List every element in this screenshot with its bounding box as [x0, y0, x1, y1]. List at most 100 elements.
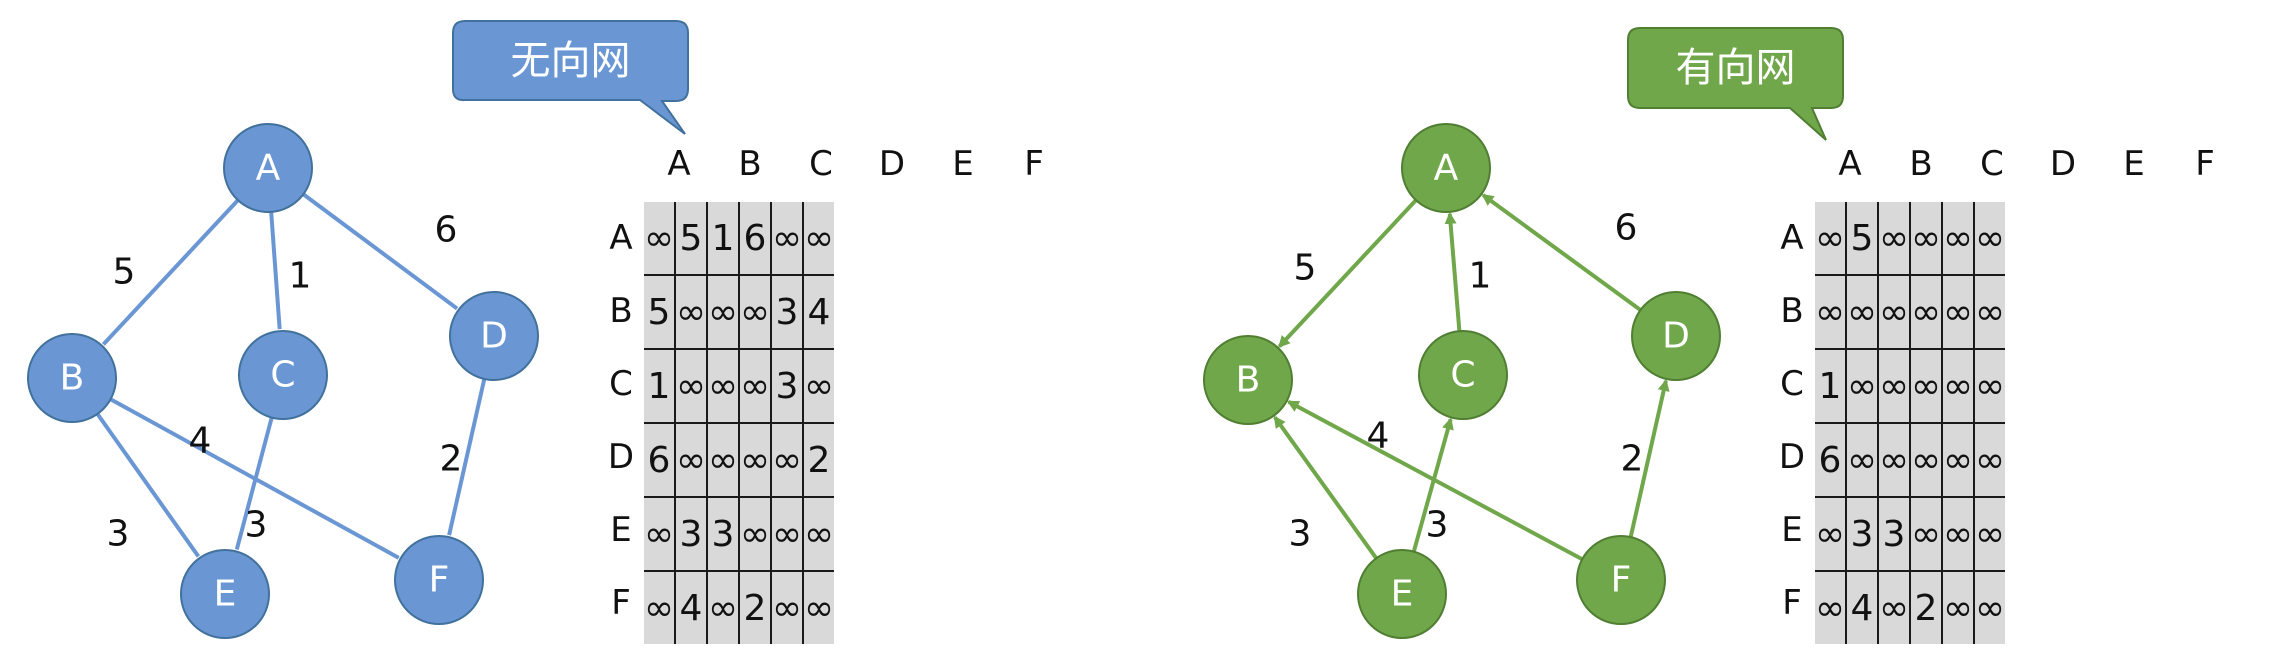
undirected-node-label-B: B	[60, 358, 85, 399]
undirected-row-header-E: E	[610, 510, 632, 550]
undirected-col-header-A: A	[667, 144, 691, 184]
directed-edge-E-C	[1411, 417, 1454, 553]
undirected-node-E	[180, 549, 270, 639]
undirected-cell-B-C: ∞	[706, 274, 739, 349]
directed-cell-A-E: ∞	[1941, 202, 1974, 275]
table-row: 1∞∞∞∞∞	[1815, 348, 2005, 423]
undirected-edge-A-D	[302, 192, 459, 311]
undirected-cell-E-E: ∞	[770, 496, 803, 571]
undirected-cell-F-E: ∞	[770, 570, 803, 644]
table-row: ∞∞∞∞∞∞	[1815, 274, 2005, 349]
directed-cell-A-D: ∞	[1909, 202, 1942, 275]
undirected-edge-weight-A-C: 1	[289, 256, 312, 297]
undirected-cell-F-C: ∞	[706, 570, 739, 644]
directed-cell-C-B: ∞	[1845, 348, 1878, 423]
undirected-cell-F-D: 2	[738, 570, 771, 644]
undirected-edge-A-C	[269, 211, 282, 330]
directed-row-header-C: C	[1780, 364, 1804, 404]
undirected-cell-A-A: ∞	[644, 217, 674, 259]
undirected-cell-C-B: ∞	[674, 348, 707, 423]
directed-cell-D-F: ∞	[1973, 422, 2005, 497]
directed-row-header-D: D	[1778, 437, 1806, 477]
undirected-edge-weight-B-E: 3	[107, 514, 130, 555]
directed-node-C	[1418, 330, 1508, 420]
undirected-cell-D-C: ∞	[706, 422, 739, 497]
undirected-cell-B-B: ∞	[674, 274, 707, 349]
directed-edge-weight-F-B: 4	[1367, 416, 1390, 457]
directed-cell-A-B: 5	[1845, 202, 1878, 275]
undirected-cell-E-A: ∞	[644, 496, 675, 571]
undirected-row-header-C: C	[609, 364, 633, 404]
directed-cell-F-F: ∞	[1973, 570, 2005, 644]
directed-row-header-A: A	[1780, 218, 1804, 258]
undirected-cell-B-A: 5	[644, 274, 675, 349]
undirected-cell-C-A: 1	[644, 348, 675, 423]
directed-cell-B-A: ∞	[1815, 274, 1846, 349]
directed-cell-C-C: ∞	[1877, 348, 1910, 423]
directed-col-header-D: D	[2049, 144, 2077, 184]
directed-node-A	[1401, 123, 1491, 213]
table-row: ∞4∞2∞∞	[1815, 570, 2005, 644]
undirected-cell-D-E: ∞	[770, 422, 803, 497]
directed-node-D	[1631, 291, 1721, 381]
undirected-node-label-A: A	[256, 148, 281, 189]
table-row: 1∞∞∞3∞	[644, 348, 834, 423]
directed-col-header-A: A	[1838, 144, 1862, 184]
directed-edge-E-B	[1273, 415, 1378, 560]
directed-node-F	[1576, 535, 1666, 625]
directed-cell-E-D: ∞	[1909, 496, 1942, 571]
directed-cell-B-D: ∞	[1909, 274, 1942, 349]
undirected-node-label-D: D	[480, 316, 508, 357]
directed-col-header-C: C	[1980, 144, 2004, 184]
directed-cell-F-A: ∞	[1815, 570, 1846, 644]
directed-callout	[1627, 27, 1844, 141]
undirected-cell-D-F: 2	[802, 422, 834, 497]
undirected-edge-A-B	[101, 198, 240, 346]
directed-cell-D-C: ∞	[1877, 422, 1910, 497]
directed-cell-C-E: ∞	[1941, 348, 1974, 423]
directed-cell-E-E: ∞	[1941, 496, 1974, 571]
undirected-cell-E-C: 3	[706, 496, 739, 571]
undirected-cell-C-C: ∞	[706, 348, 739, 423]
directed-edge-weight-F-D: 2	[1621, 439, 1644, 480]
undirected-edge-D-F	[447, 378, 487, 536]
directed-cell-D-D: ∞	[1909, 422, 1942, 497]
directed-cell-F-D: 2	[1909, 570, 1942, 644]
directed-edge-weight-D-A: 6	[1615, 208, 1638, 249]
directed-node-label-E: E	[1391, 574, 1414, 615]
undirected-cell-B-E: 3	[770, 274, 803, 349]
directed-cell-E-A: ∞	[1815, 496, 1846, 571]
undirected-node-label-C: C	[270, 355, 295, 396]
undirected-node-F	[394, 535, 484, 625]
undirected-row-header-B: B	[609, 291, 633, 331]
undirected-edge-B-E	[95, 412, 201, 558]
directed-edge-weight-E-C: 3	[1426, 505, 1449, 546]
undirected-cell-D-D: ∞	[738, 422, 771, 497]
undirected-node-B	[27, 333, 117, 423]
undirected-cell-A-E: ∞	[770, 202, 803, 275]
directed-col-header-E: E	[2123, 144, 2145, 184]
undirected-cell-F-F: ∞	[802, 570, 834, 644]
directed-node-B	[1203, 335, 1293, 425]
directed-cell-C-F: ∞	[1973, 348, 2005, 423]
directed-cell-C-D: ∞	[1909, 348, 1942, 423]
undirected-cell-B-F: 4	[802, 274, 834, 349]
directed-cell-B-F: ∞	[1973, 274, 2005, 349]
directed-cell-C-A: 1	[1815, 348, 1846, 423]
undirected-col-header-E: E	[952, 144, 974, 184]
undirected-col-header-B: B	[738, 144, 762, 184]
undirected-col-header-F: F	[1024, 144, 1044, 184]
directed-cell-A-C: ∞	[1877, 202, 1910, 275]
undirected-cell-F-B: 4	[674, 570, 707, 644]
undirected-row-header-D: D	[607, 437, 635, 477]
undirected-col-header-C: C	[809, 144, 833, 184]
undirected-edge-weight-B-F: 4	[189, 421, 212, 462]
undirected-cell-E-B: 3	[674, 496, 707, 571]
undirected-cell-A-C: 1	[706, 202, 739, 275]
